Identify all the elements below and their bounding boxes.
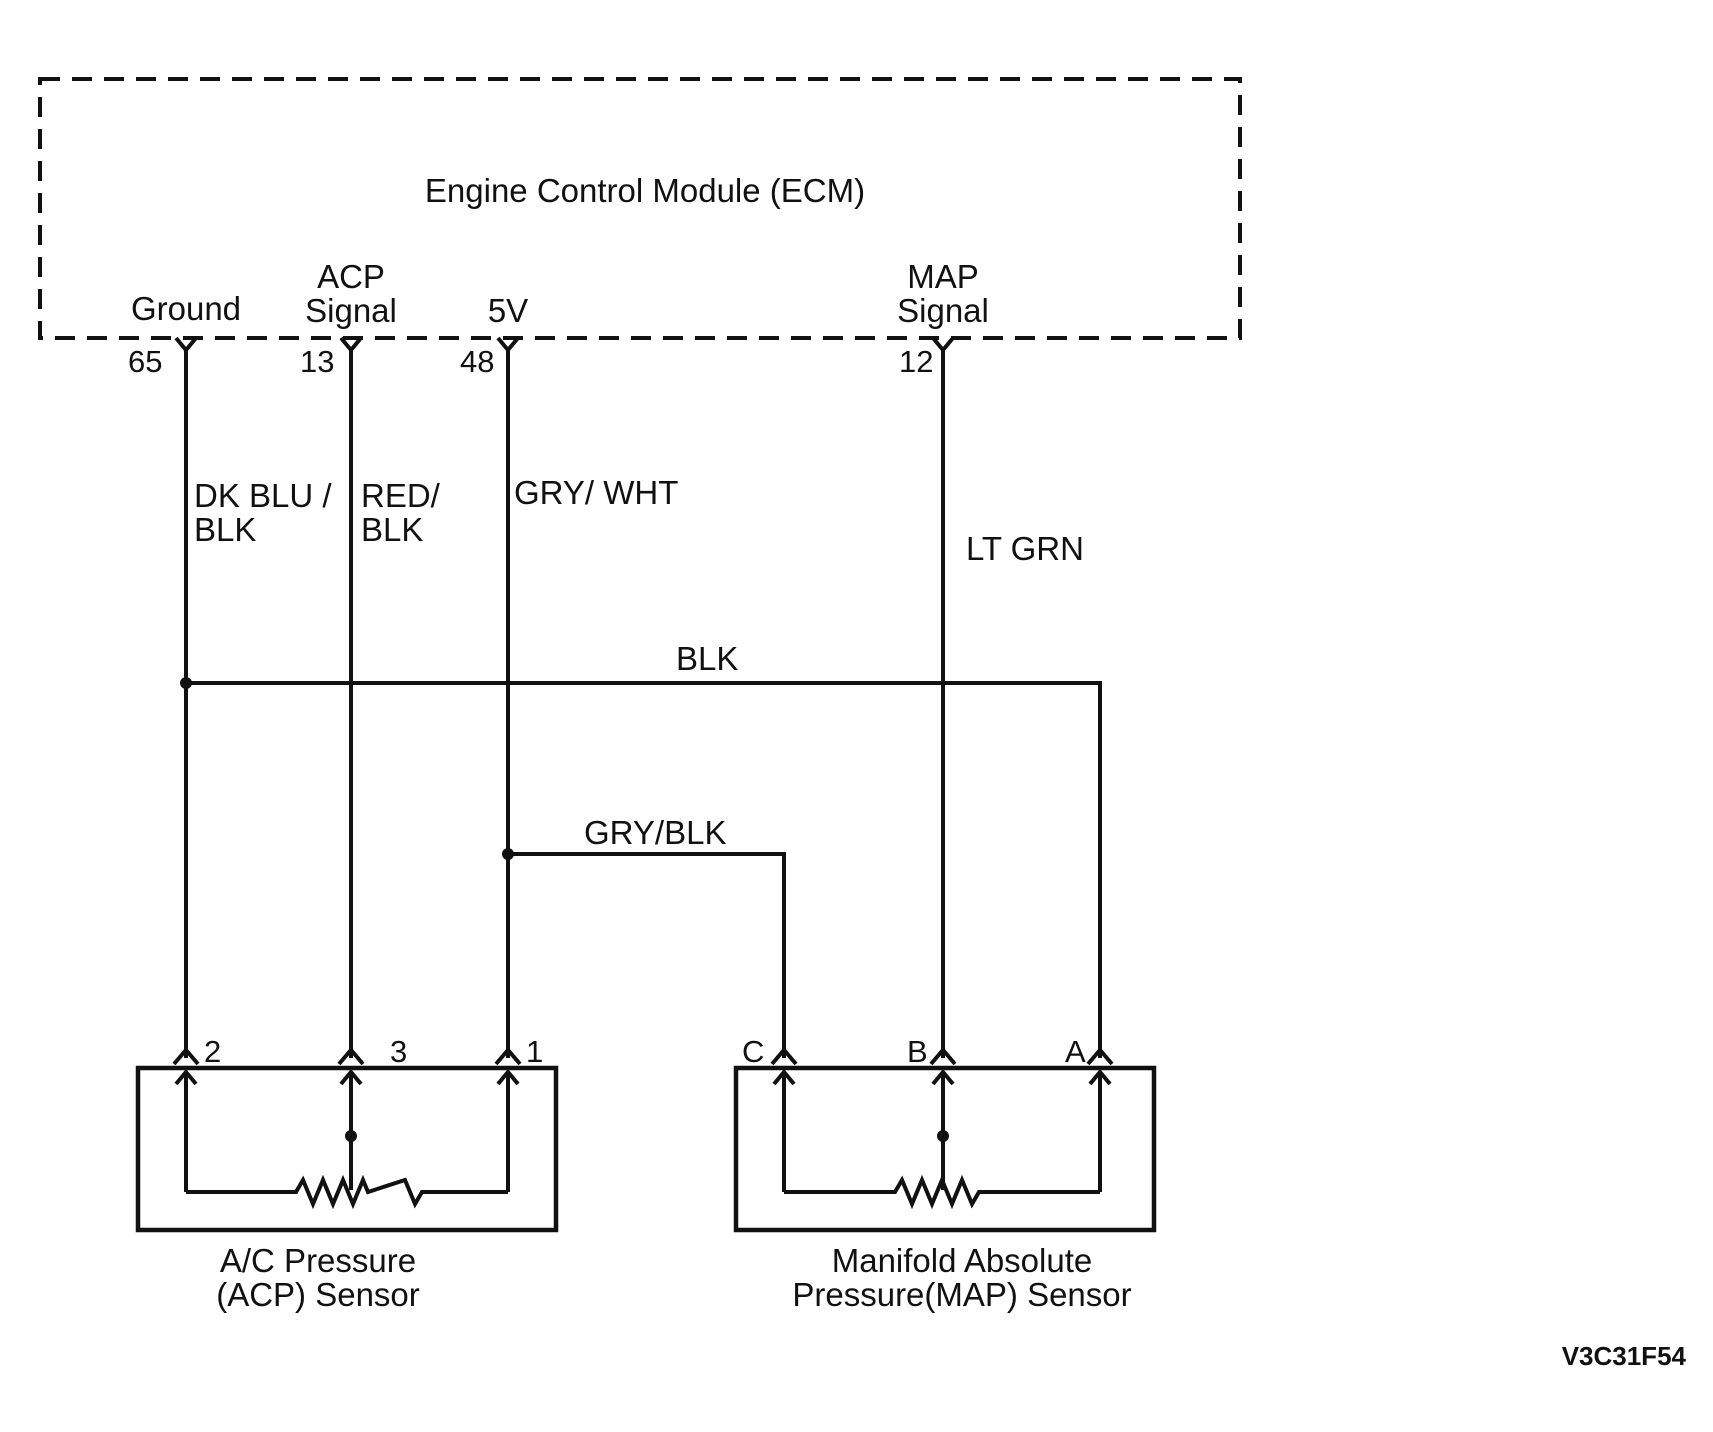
sensor-connector-symbols xyxy=(172,1046,1114,1066)
ecm-pin-acp: 13 xyxy=(300,344,334,379)
acp-connector-3 xyxy=(337,1046,365,1066)
acp-sensor xyxy=(135,1065,559,1233)
terminal-label-ground: Ground xyxy=(131,290,241,327)
map-pin-b: B xyxy=(907,1034,928,1069)
map-connector-c xyxy=(770,1046,798,1066)
ecm-pin-ground: 65 xyxy=(128,344,162,379)
wire-label-5v: GRY/ WHT xyxy=(514,474,678,511)
acp-pin-3: 3 xyxy=(390,1034,407,1069)
acp-resistor xyxy=(186,1174,508,1210)
wire-label-acp-line1: RED/ xyxy=(361,477,441,514)
acp-pin-2: 2 xyxy=(204,1034,221,1069)
map-connector-a xyxy=(1086,1046,1114,1066)
acp-sensor-name-line1: A/C Pressure xyxy=(220,1242,416,1279)
junction-ground xyxy=(180,677,192,689)
ecm-pin-map: 12 xyxy=(899,344,933,379)
map-sensor-name-line1: Manifold Absolute xyxy=(832,1242,1093,1279)
ecm-pin-5v: 48 xyxy=(460,344,494,379)
terminal-label-5v: 5V xyxy=(488,292,528,329)
map-connector-b xyxy=(929,1046,957,1066)
ecm-enclosure xyxy=(38,77,1242,340)
wire-5v-branch xyxy=(508,852,786,1058)
map-sensor-name-line2: Pressure(MAP) Sensor xyxy=(792,1276,1131,1313)
wire-label-acp-line2: BLK xyxy=(361,511,423,548)
map-resistor xyxy=(784,1174,1100,1210)
acp-wiper-dot xyxy=(345,1130,357,1142)
terminal-label-map-line1: MAP xyxy=(907,258,979,295)
acp-pin-1: 1 xyxy=(526,1034,543,1069)
wire-ground-bus xyxy=(186,681,1102,1058)
wire-label-ground-line2: BLK xyxy=(194,511,256,548)
ecm-title: Engine Control Module (ECM) xyxy=(425,172,865,209)
acp-connector-1 xyxy=(494,1046,522,1066)
acp-sensor-name-line2: (ACP) Sensor xyxy=(216,1276,420,1313)
acp-connector-2 xyxy=(172,1046,200,1066)
terminal-label-acp-line2: Signal xyxy=(305,292,397,329)
wire-label-5v-branch: GRY/BLK xyxy=(584,814,726,851)
map-wiper-dot xyxy=(937,1130,949,1142)
terminal-label-acp-line1: ACP xyxy=(317,258,385,295)
acp-sensor-box xyxy=(135,1065,559,1233)
map-pin-c: C xyxy=(742,1034,764,1069)
ecm-connector-map xyxy=(931,336,955,354)
map-pin-a: A xyxy=(1065,1034,1086,1069)
junction-5v xyxy=(502,848,514,860)
wire-label-map: LT GRN xyxy=(966,530,1084,567)
wire-label-ground-line1: DK BLU / xyxy=(194,477,332,514)
figure-id: V3C31F54 xyxy=(1562,1341,1687,1371)
map-sensor xyxy=(733,1065,1157,1233)
terminal-label-map-line2: Signal xyxy=(897,292,989,329)
wire-label-ground-bus: BLK xyxy=(676,640,738,677)
map-sensor-box xyxy=(733,1065,1157,1233)
